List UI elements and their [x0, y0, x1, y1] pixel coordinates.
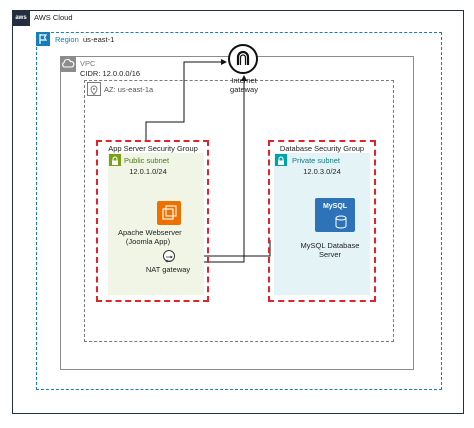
region-value: us-east-1	[83, 35, 115, 44]
db-label-line1: MySQL Database	[300, 241, 360, 250]
webserver-label-line2: (Joomla App)	[125, 237, 171, 246]
public-subnet-cidr: 12.0.1.0/24	[129, 167, 167, 176]
internet-gateway-label-line2: gateway	[230, 85, 258, 94]
ec2-instance-icon	[157, 201, 181, 225]
mysql-icon-text: MySQL	[322, 203, 348, 210]
nat-gateway-icon	[163, 250, 175, 263]
nat-gateway-label: NAT gateway	[145, 265, 191, 274]
app-server-security-group	[96, 140, 209, 302]
availability-zone-group	[84, 80, 394, 342]
webserver-to-igw-connector	[145, 59, 227, 140]
aws-cloud-label: AWS Cloud	[34, 13, 73, 22]
db-label-line2: Server	[318, 250, 342, 259]
private-subnet-cidr: 12.0.3.0/24	[303, 167, 341, 176]
public-subnet-group	[108, 153, 204, 295]
vpc-cloud-icon	[60, 56, 76, 72]
region-group	[36, 32, 442, 390]
region-label: Region	[55, 35, 79, 44]
internet-gateway-label-line1: Internet	[231, 76, 257, 85]
az-label: AZ: us-east-1a	[104, 85, 154, 94]
mysql-database-icon: MySQL	[315, 198, 355, 232]
aws-logo: aws	[12, 10, 30, 26]
aws-cloud-group	[12, 10, 464, 414]
db-sg-label: Database Security Group	[279, 144, 365, 153]
region-flag-icon	[36, 32, 50, 46]
az-pin-icon	[87, 82, 101, 96]
public-subnet-label: Public subnet	[124, 156, 170, 165]
app-sg-label: App Server Security Group	[108, 144, 198, 153]
internet-gateway-icon	[228, 44, 258, 74]
vpc-label: VPC	[80, 59, 96, 68]
webserver-label-line1: Apache Webserver	[118, 228, 182, 237]
database-security-group	[268, 140, 376, 302]
lock-icon	[109, 154, 121, 166]
private-subnet-label: Private subnet	[292, 156, 340, 165]
vpc-cidr: CIDR: 12.0.0.0/16	[80, 69, 141, 78]
lock-icon	[275, 154, 287, 166]
